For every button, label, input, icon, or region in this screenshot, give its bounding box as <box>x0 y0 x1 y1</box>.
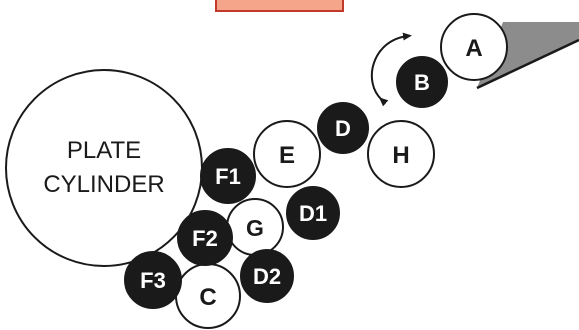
plate-cylinder: PLATE CYLINDER <box>5 69 203 267</box>
roller-a-label: A <box>465 35 482 62</box>
roller-d1-label: D1 <box>299 201 327 226</box>
roller-h: H <box>367 120 435 188</box>
roller-d2-label: D2 <box>253 264 281 289</box>
roller-g: G <box>226 198 284 256</box>
roller-f3: F3 <box>124 251 182 309</box>
roller-g-label: G <box>246 215 264 241</box>
roller-f2-label: F2 <box>192 226 218 251</box>
ductor-arrow-icon <box>370 32 412 107</box>
roller-d-label: D <box>335 116 351 141</box>
roller-c-label: C <box>199 284 216 311</box>
plate-cylinder-label-line1: PLATE <box>67 137 141 164</box>
roller-e: E <box>253 120 321 188</box>
roller-c: C <box>175 263 241 329</box>
roller-b: B <box>396 56 448 108</box>
roller-h-label: H <box>392 142 409 169</box>
roller-b-label: B <box>414 70 430 95</box>
roller-f2: F2 <box>177 210 233 266</box>
roller-d2: D2 <box>240 249 294 303</box>
roller-e-label: E <box>279 142 295 169</box>
roller-d1: D1 <box>286 186 340 240</box>
roller-f3-label: F3 <box>140 268 166 293</box>
fountain-blade <box>476 38 579 90</box>
roller-f1-label: F1 <box>215 164 241 189</box>
roller-d: D <box>317 102 369 154</box>
top-bar-fragment <box>215 0 344 12</box>
plate-cylinder-label-line2: CYLINDER <box>43 171 164 198</box>
roller-a: A <box>440 13 508 81</box>
roller-f1: F1 <box>200 148 256 204</box>
